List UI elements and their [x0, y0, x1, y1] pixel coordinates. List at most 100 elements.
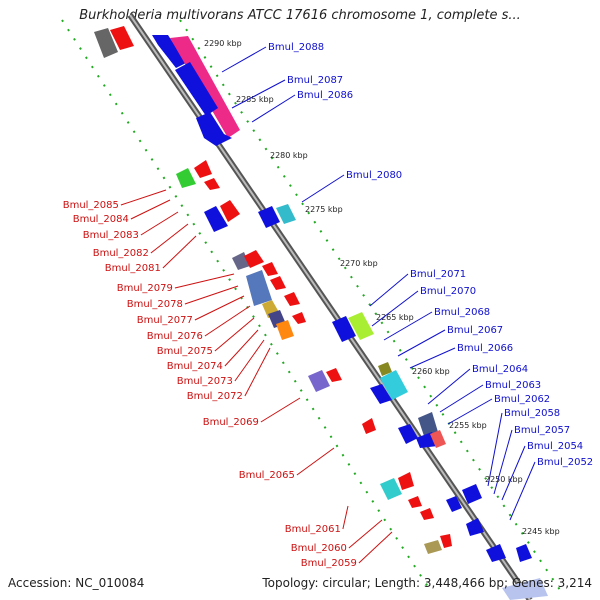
- gene-label[interactable]: Bmul_2085: [63, 200, 119, 211]
- gene-label[interactable]: Bmul_2070: [420, 286, 476, 297]
- label-leader-line: [251, 94, 296, 123]
- gene-label[interactable]: Bmul_2086: [297, 90, 353, 101]
- gene-label[interactable]: Bmul_2083: [83, 230, 139, 241]
- reverse-genes: [94, 26, 452, 554]
- label-leader-line: [369, 273, 409, 307]
- label-leader-line: [140, 211, 179, 236]
- label-leader-line: [501, 445, 526, 501]
- inner-track: [61, 19, 431, 591]
- gene-label[interactable]: Bmul_2078: [127, 299, 183, 310]
- label-leader-line: [150, 223, 189, 254]
- label-leader-line: [194, 295, 245, 321]
- gene-label[interactable]: Bmul_2060: [291, 543, 347, 554]
- gene-label[interactable]: Bmul_2069: [203, 417, 259, 428]
- label-leader-line: [383, 311, 433, 341]
- gene-label[interactable]: Bmul_2059: [301, 558, 357, 569]
- gene-arrow: [408, 496, 422, 508]
- gene-arrow: [502, 578, 548, 600]
- gene-arrow: [152, 35, 186, 68]
- kbp-tick-label: 2255 kbp: [449, 421, 487, 430]
- gene-label[interactable]: Bmul_2074: [167, 361, 223, 372]
- gene-label[interactable]: Bmul_2067: [447, 325, 503, 336]
- gene-label[interactable]: Bmul_2058: [504, 408, 560, 419]
- gene-arrow: [175, 62, 218, 116]
- gene-label[interactable]: Bmul_2082: [93, 248, 149, 259]
- gene-arrow: [348, 312, 374, 340]
- gene-arrow: [196, 112, 232, 146]
- label-leader-line: [244, 347, 271, 397]
- gene-arrow: [380, 370, 408, 400]
- gene-arrow: [362, 418, 376, 434]
- gene-label[interactable]: Bmul_2088: [268, 42, 324, 53]
- gene-label[interactable]: Bmul_2068: [434, 307, 490, 318]
- gene-labels: Bmul_2088Bmul_2087Bmul_2086Bmul_2080Bmul…: [63, 42, 593, 569]
- kbp-tick-label: 2280 kbp: [270, 151, 308, 160]
- gene-arrow: [308, 370, 330, 392]
- gene-label[interactable]: Bmul_2075: [157, 346, 213, 357]
- kbp-tick-label: 2290 kbp: [204, 39, 242, 48]
- gene-label[interactable]: Bmul_2064: [472, 364, 528, 375]
- gene-arrow: [244, 250, 264, 268]
- label-leader-line: [409, 347, 456, 369]
- gene-arrow: [486, 544, 506, 562]
- label-leader-line: [174, 273, 235, 289]
- gene-label[interactable]: Bmul_2052: [537, 457, 593, 468]
- label-leader-line: [234, 339, 265, 382]
- gene-label[interactable]: Bmul_2065: [239, 470, 295, 481]
- gene-label[interactable]: Bmul_2077: [137, 315, 193, 326]
- gene-arrow: [176, 168, 196, 188]
- label-leader-line: [447, 398, 493, 425]
- gene-arrow: [246, 270, 272, 306]
- kbp-tick-label: 2265 kbp: [376, 313, 414, 322]
- accession-text: Accession: NC_010084: [8, 576, 145, 590]
- gene-arrow: [370, 384, 392, 404]
- label-leader-line: [371, 290, 419, 327]
- gene-arrow: [276, 204, 296, 224]
- gene-arrow: [110, 26, 134, 50]
- label-leader-line: [130, 199, 171, 220]
- gene-label[interactable]: Bmul_2072: [187, 391, 243, 402]
- label-leader-line: [231, 79, 286, 109]
- label-leader-line: [204, 305, 251, 337]
- gene-arrow: [420, 508, 434, 520]
- label-leader-line: [509, 461, 536, 521]
- gene-arrow: [462, 484, 482, 504]
- gene-label[interactable]: Bmul_2071: [410, 269, 466, 280]
- gene-label[interactable]: Bmul_2081: [105, 263, 161, 274]
- label-leader-line: [427, 368, 471, 405]
- gene-label[interactable]: Bmul_2087: [287, 75, 343, 86]
- gene-arrow: [204, 206, 228, 232]
- outer-track: [179, 19, 561, 591]
- gene-arrow: [418, 412, 438, 436]
- kbp-tick-label: 2245 kbp: [522, 527, 560, 536]
- gene-arrow: [440, 534, 452, 548]
- gene-arrow: [292, 312, 306, 324]
- topology-text: Topology: circular; Length: 3,448,466 bp…: [262, 576, 592, 590]
- gene-label[interactable]: Bmul_2066: [457, 343, 513, 354]
- gene-label[interactable]: Bmul_2080: [346, 170, 402, 181]
- gene-label[interactable]: Bmul_2073: [177, 376, 233, 387]
- gene-label[interactable]: Bmul_2057: [514, 425, 570, 436]
- kbp-tick-label: 2250 kbp: [485, 475, 523, 484]
- label-leader-line: [439, 384, 484, 413]
- kbp-tick-label: 2285 kbp: [236, 95, 274, 104]
- gene-arrow: [430, 430, 446, 448]
- gene-label[interactable]: Bmul_2084: [73, 214, 129, 225]
- gene-arrow: [326, 368, 342, 382]
- gene-label[interactable]: Bmul_2076: [147, 331, 203, 342]
- gene-arrow: [446, 496, 462, 512]
- gene-label[interactable]: Bmul_2063: [485, 380, 541, 391]
- gene-label[interactable]: Bmul_2054: [527, 441, 583, 452]
- label-leader-line: [493, 429, 513, 495]
- gene-arrow: [380, 478, 402, 500]
- gene-arrow: [270, 276, 286, 290]
- gene-arrow: [194, 160, 212, 178]
- label-leader-line: [296, 447, 335, 476]
- gene-arrow: [516, 544, 532, 562]
- gene-arrow: [424, 540, 442, 554]
- gene-label[interactable]: Bmul_2061: [285, 524, 341, 535]
- gene-label[interactable]: Bmul_2079: [117, 283, 173, 294]
- gene-arrow: [262, 262, 278, 276]
- gene-label[interactable]: Bmul_2062: [494, 394, 550, 405]
